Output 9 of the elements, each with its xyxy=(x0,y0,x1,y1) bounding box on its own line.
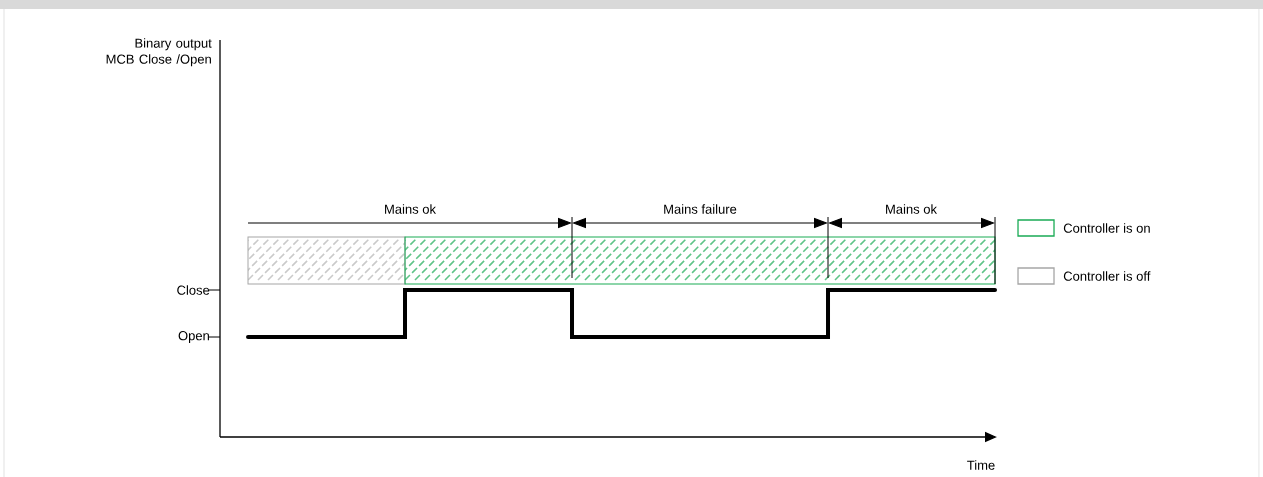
axis-title: Time xyxy=(967,460,995,470)
interval-label: Mains ok xyxy=(385,204,436,214)
legend-label: Controller is off xyxy=(1063,271,1151,281)
interval-label: Mains ok xyxy=(886,204,938,214)
legend-label: Controller is on xyxy=(1063,223,1150,233)
interval-label: Mains failure xyxy=(664,204,737,214)
tick-label: Open xyxy=(178,331,209,343)
axis-title: Binary output MCB Close /Open xyxy=(106,38,212,67)
tick-label: Close xyxy=(177,285,210,295)
